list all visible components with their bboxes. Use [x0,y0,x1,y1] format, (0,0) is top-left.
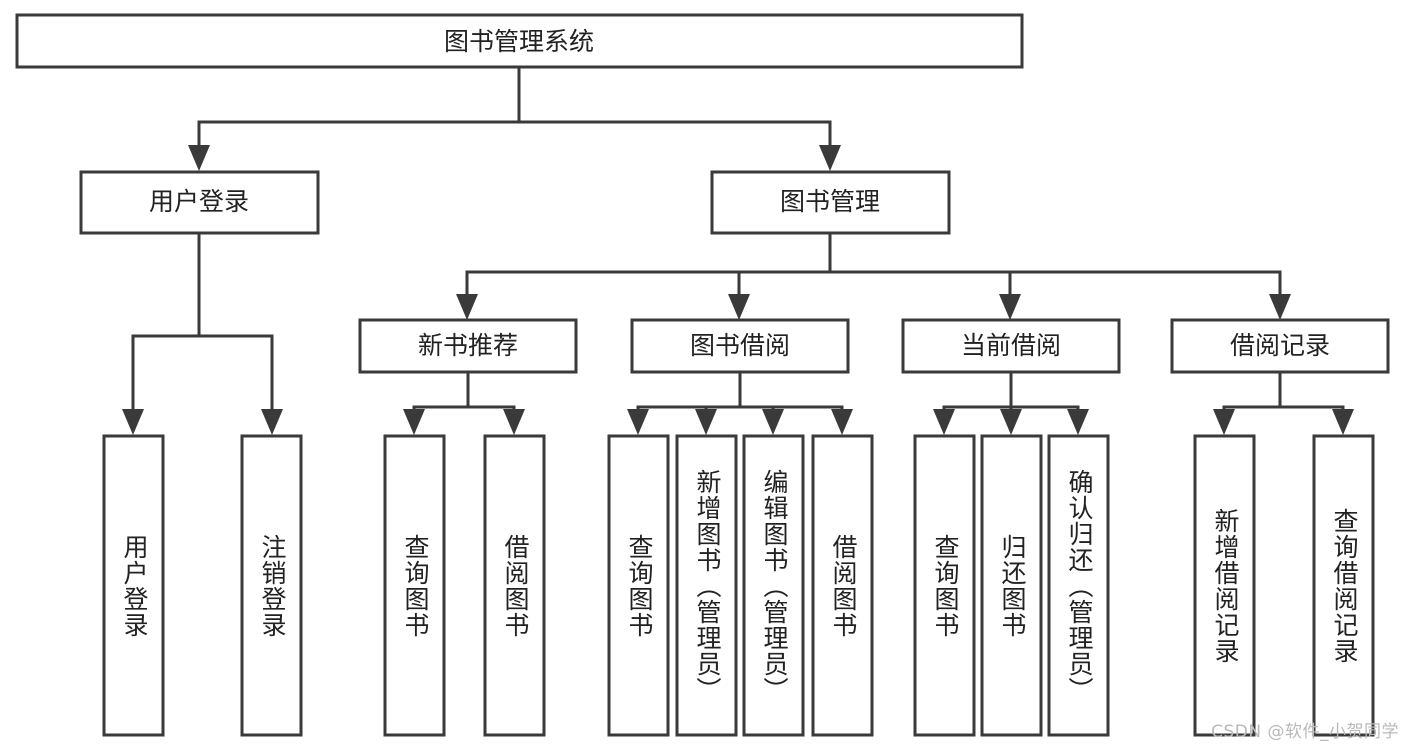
arrow-to-leaf [1332,409,1354,435]
leaf-box[interactable] [483,434,546,737]
leaf-box[interactable] [1193,434,1256,737]
leaf-label: 查询借阅记录 [1330,508,1359,664]
arrow-to-leaf [762,409,784,435]
node-new-book-recommend[interactable]: 新书推荐 [358,318,578,374]
arrow-to-leaf [1213,409,1235,435]
leaf-label: 用户登录 [120,534,149,638]
leaf-box[interactable] [102,434,165,737]
leaf-new-book-query[interactable]: 查询图书 [383,434,446,737]
node-user-login[interactable]: 用户登录 [79,170,320,235]
leaf-user-login-logout[interactable]: 注销登录 [240,434,303,737]
arrow-to-leaf [627,409,649,435]
connector-new-book-recommend-to-leaves [403,370,525,435]
leaf-user-login-login[interactable]: 用户登录 [102,434,165,737]
connector-user-login-to-leaves [122,231,283,435]
leaf-box[interactable] [913,434,976,737]
arrow-to-leaf [403,409,425,435]
leaf-current-borrow-return[interactable]: 归还图书 [980,434,1043,737]
current-borrow-box[interactable] [901,318,1121,374]
leaf-book-borrow-add[interactable]: 新增图书（管理员） [675,434,738,737]
arrow-to-book-manage [819,145,841,171]
arrow-to-new-book-rec [456,294,478,320]
arrow-to-leaf [122,409,144,435]
leaf-label: 借阅图书 [501,534,530,638]
leaf-box[interactable] [1312,434,1375,737]
node-current-borrow[interactable]: 当前借阅 [901,318,1121,374]
arrow-to-leaf [831,409,853,435]
connector-root-to-level2 [188,65,841,171]
leaf-label: 确认归还（管理员） [1065,469,1094,703]
node-root[interactable]: 图书管理系统 [15,13,1024,69]
leaf-box[interactable] [742,434,805,737]
leaf-label: 查询图书 [401,534,430,638]
current-borrow-label: 当前借阅 [961,331,1061,360]
leaf-box[interactable] [607,434,670,737]
user-login-label: 用户登录 [149,187,249,216]
new-book-recommend-box[interactable] [358,318,578,374]
leaf-book-borrow-borrow[interactable]: 借阅图书 [811,434,874,737]
arrow-to-leaf [1000,409,1022,435]
arrow-to-book-borrow [728,294,750,320]
leaf-label: 注销登录 [258,534,287,638]
book-manage-label: 图书管理 [780,187,880,216]
arrow-to-leaf [503,409,525,435]
arrow-to-user-login [188,145,210,171]
node-book-borrow[interactable]: 图书借阅 [630,318,850,374]
leaf-label: 新增借阅记录 [1211,508,1240,664]
leaf-box[interactable] [383,434,446,737]
leaf-box[interactable] [1047,434,1110,737]
node-borrow-record[interactable]: 借阅记录 [1170,318,1390,374]
node-book-manage[interactable]: 图书管理 [710,170,951,235]
leaf-label: 查询图书 [931,534,960,638]
leaf-book-borrow-query[interactable]: 查询图书 [607,434,670,737]
leaf-box[interactable] [980,434,1043,737]
root-label: 图书管理系统 [444,27,594,56]
user-login-box[interactable] [79,170,320,235]
connector-borrow-record-to-leaves [1213,370,1354,435]
arrow-to-leaf [695,409,717,435]
arrow-to-leaf [1067,409,1089,435]
leaf-label: 查询图书 [625,534,654,638]
arrow-to-leaf [933,409,955,435]
leaf-current-borrow-query[interactable]: 查询图书 [913,434,976,737]
connector-book-manage-to-level3 [456,231,1291,320]
root-box[interactable] [15,13,1024,69]
arrow-to-leaf [261,409,283,435]
borrow-record-label: 借阅记录 [1230,331,1330,360]
new-book-recommend-label: 新书推荐 [418,331,518,360]
leaf-box[interactable] [675,434,738,737]
book-borrow-label: 图书借阅 [690,331,790,360]
leaf-label: 归还图书 [998,534,1027,638]
leaf-box[interactable] [240,434,303,737]
leaf-borrow-record-add[interactable]: 新增借阅记录 [1193,434,1256,737]
arrow-to-borrow-record [1269,294,1291,320]
leaf-current-borrow-confirm[interactable]: 确认归还（管理员） [1047,434,1110,737]
leaf-label: 新增图书（管理员） [693,469,722,703]
leaf-label: 借阅图书 [829,534,858,638]
leaf-label: 编辑图书（管理员） [760,469,789,703]
leaf-new-book-borrow[interactable]: 借阅图书 [483,434,546,737]
connector-current-borrow-to-leaves [933,370,1089,435]
leaf-book-borrow-edit[interactable]: 编辑图书（管理员） [742,434,805,737]
arrow-to-current-borrow [999,294,1021,320]
connector-book-borrow-to-leaves [627,370,853,435]
leaf-borrow-record-query[interactable]: 查询借阅记录 [1312,434,1375,737]
leaf-box[interactable] [811,434,874,737]
